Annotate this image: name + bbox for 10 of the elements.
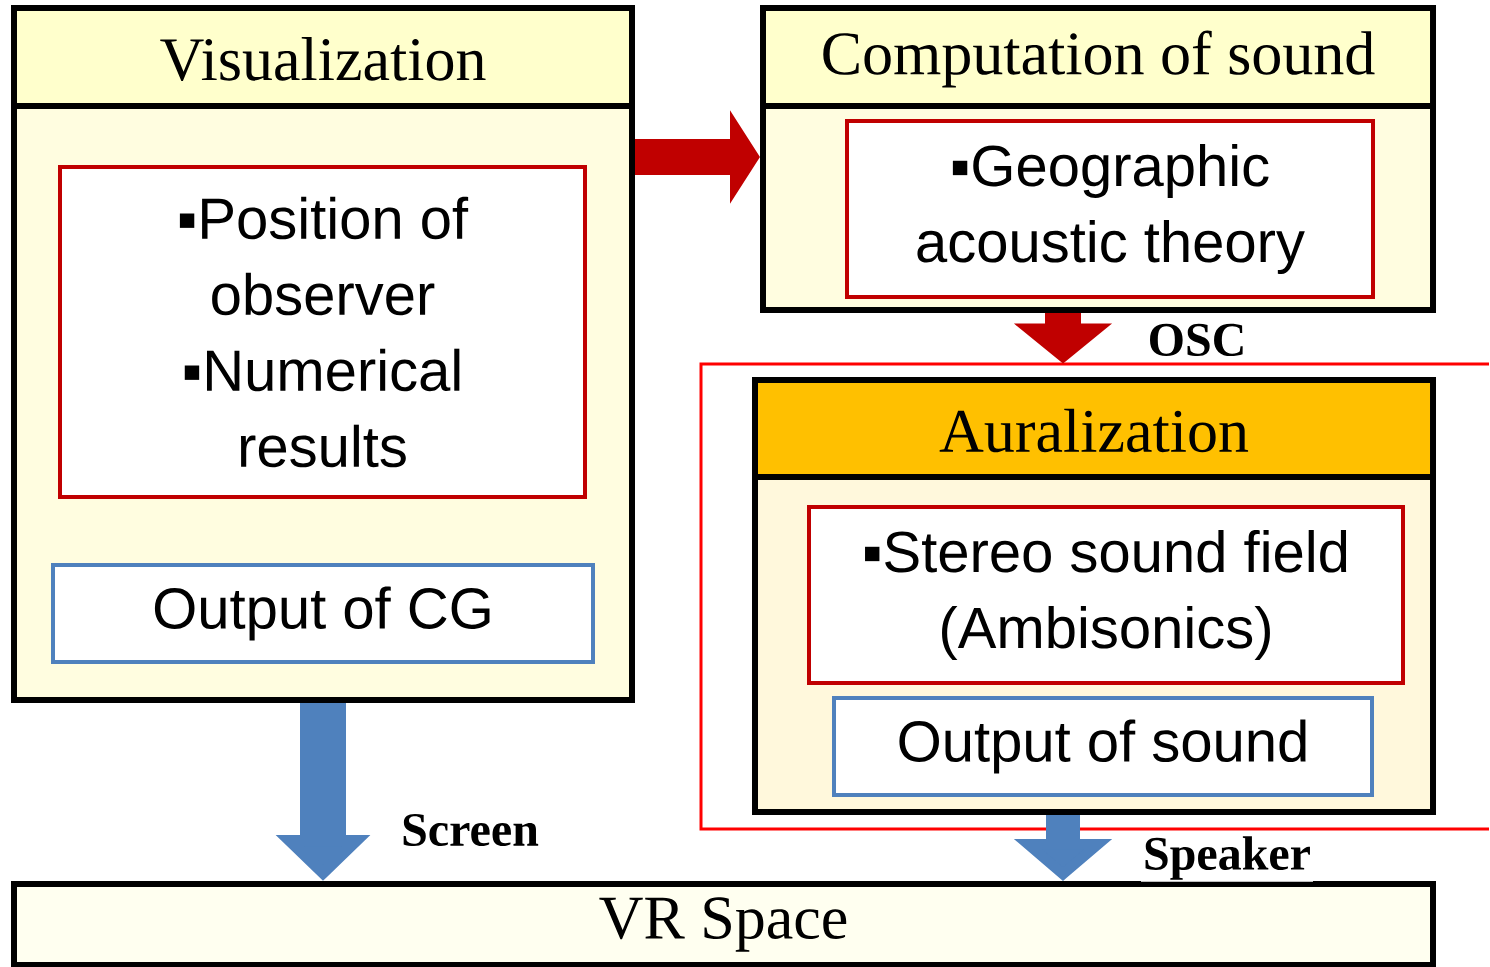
text-box: Output of CG	[51, 563, 595, 664]
edge-label: Screen	[399, 811, 541, 849]
band-box: VR Space	[11, 881, 1436, 967]
text-box: Output of sound	[832, 696, 1374, 797]
text-box: ▪Geographic acoustic theory	[845, 119, 1375, 299]
text-box: ▪Position of observer ▪Numerical results	[58, 165, 587, 499]
edge-label: OSC	[1145, 321, 1249, 359]
text-box: ▪Stereo sound field (Ambisonics)	[807, 505, 1405, 685]
edge-label: Speaker	[1141, 834, 1313, 882]
frame-outline	[699, 362, 1489, 831]
